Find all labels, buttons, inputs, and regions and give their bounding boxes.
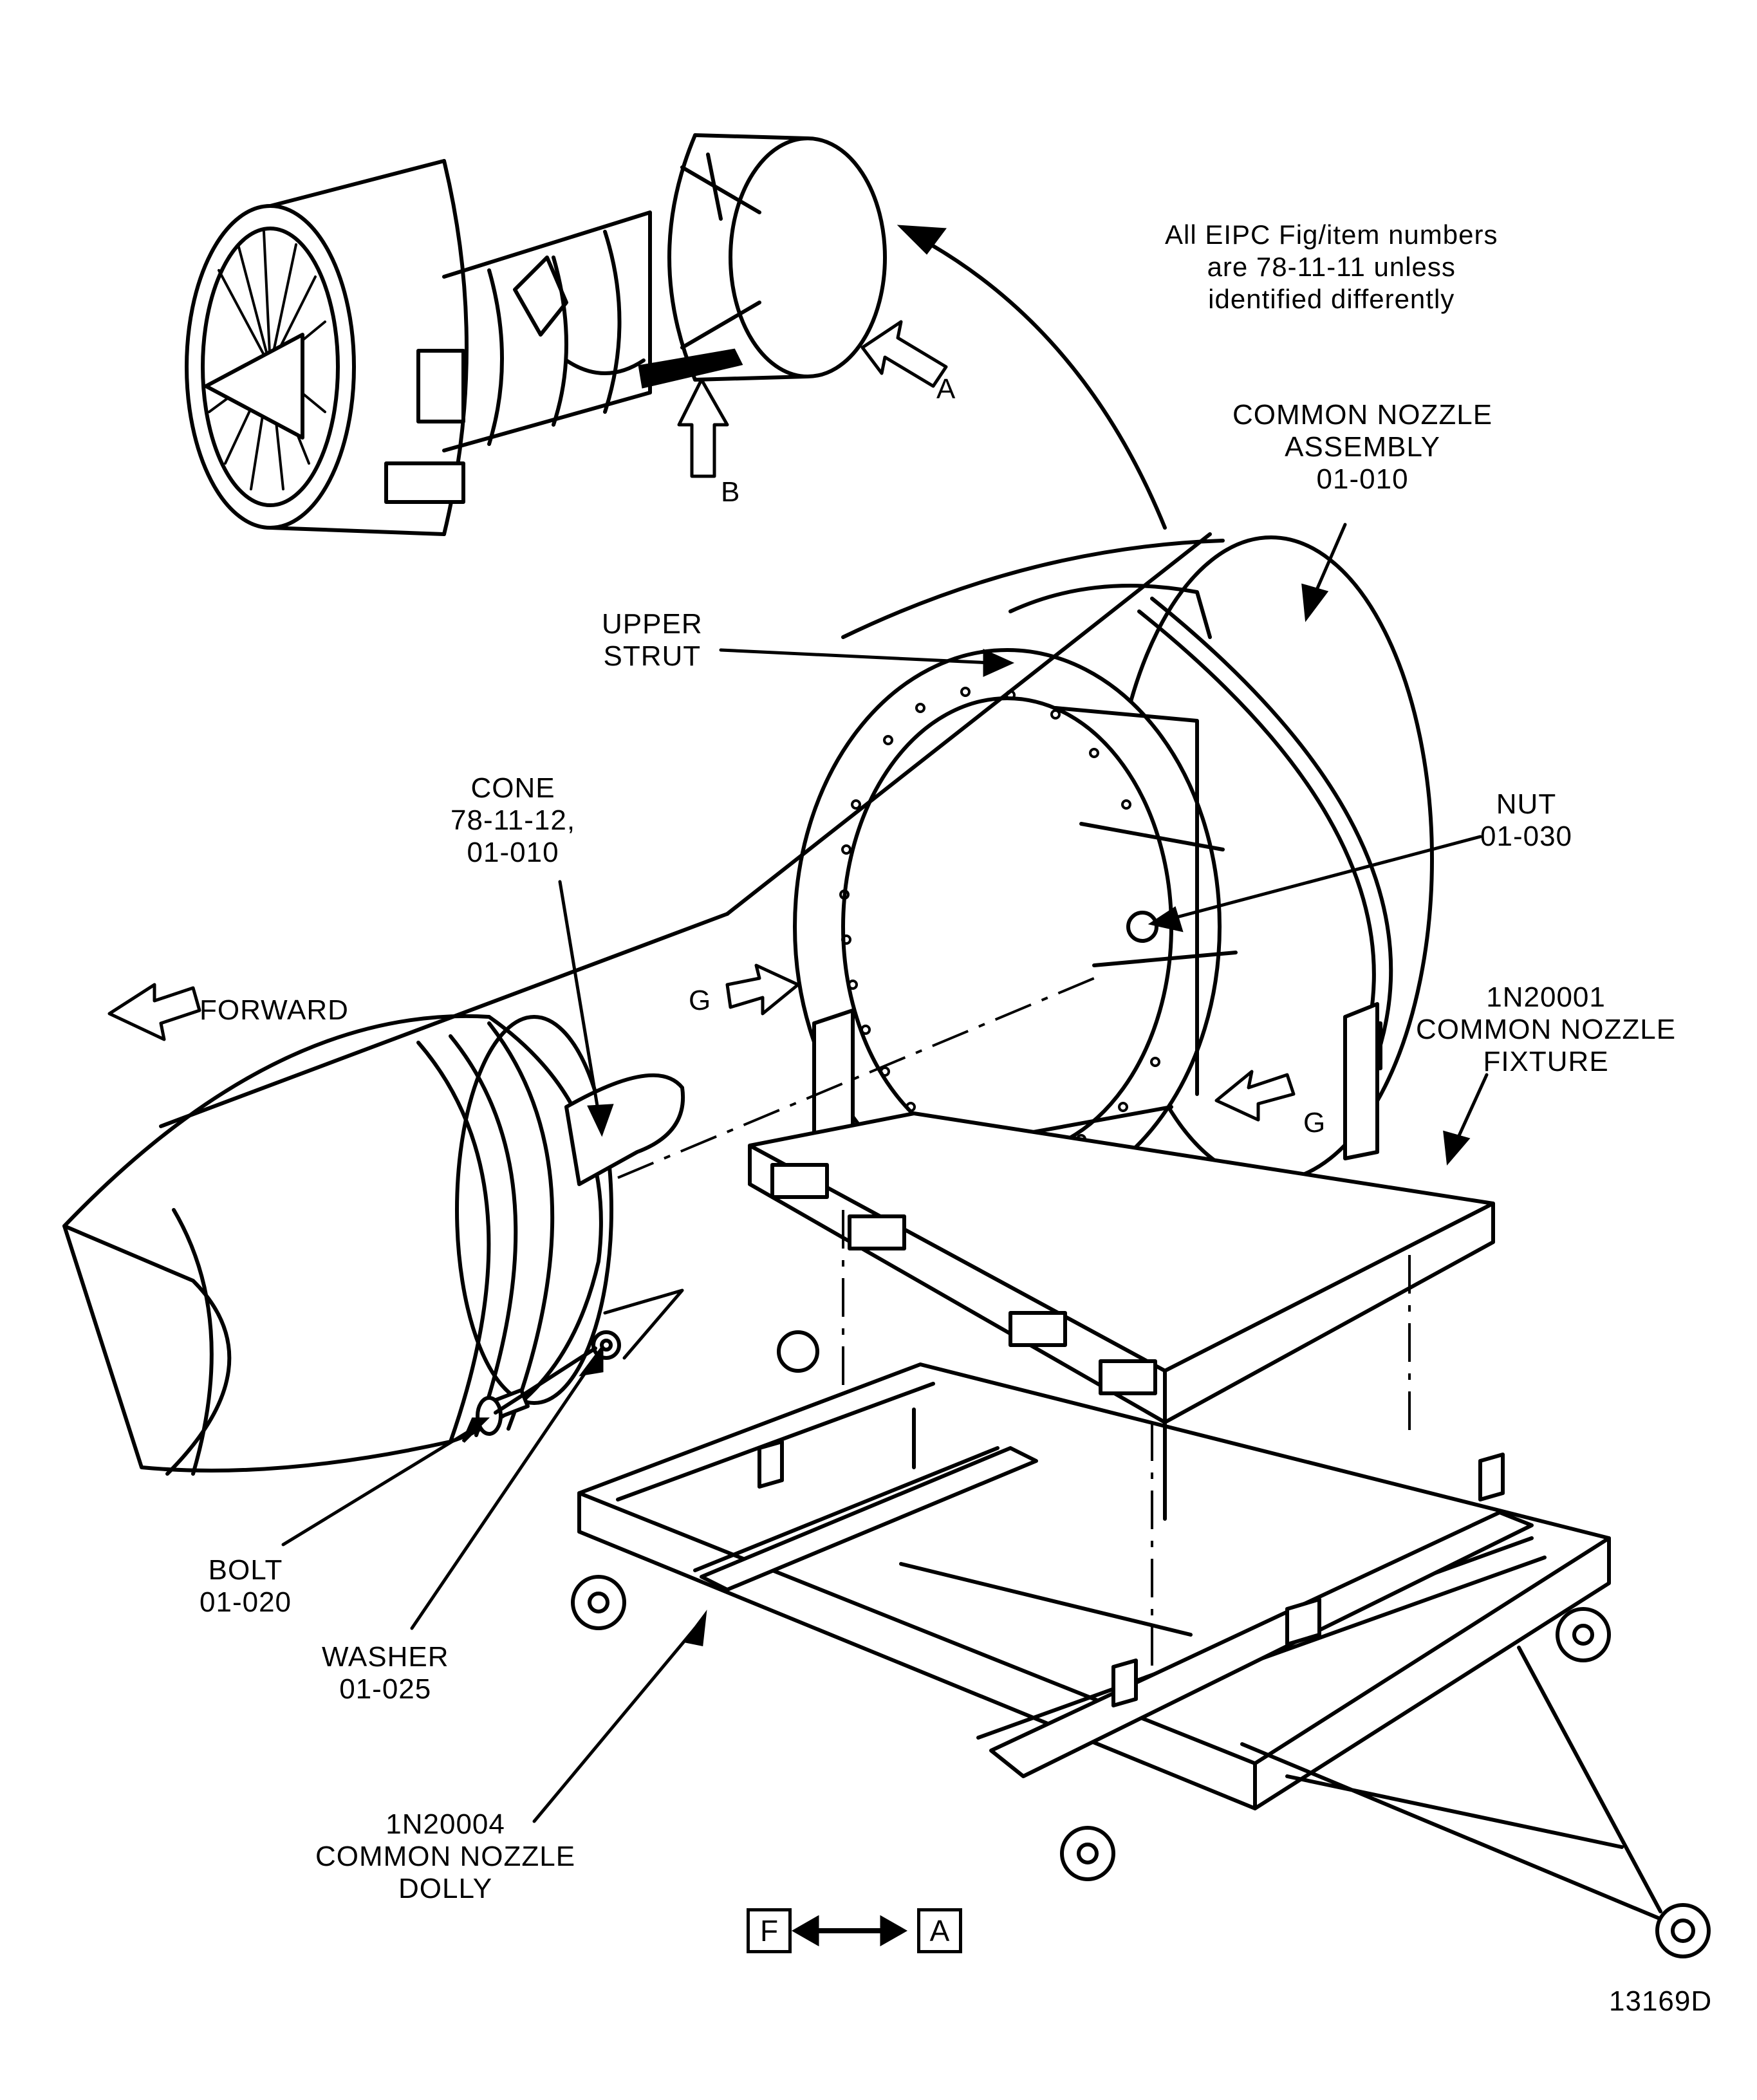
label-line: BOLT — [208, 1554, 283, 1586]
engine-overview — [185, 133, 887, 536]
label-line: CONE — [470, 772, 555, 804]
common-nozzle-fixture — [748, 1002, 1495, 1424]
label-dolly: 1N20004 COMMON NOZZLE DOLLY — [315, 1808, 575, 1905]
label-washer: WASHER 01-025 — [322, 1641, 449, 1705]
label-upper-strut: UPPER STRUT — [602, 608, 703, 673]
direction-box-aft: A — [917, 1908, 962, 1953]
label-line: UPPER — [602, 608, 703, 640]
view-arrows — [107, 963, 1296, 1947]
label-line: WASHER — [322, 1641, 449, 1673]
leader-lines — [281, 523, 1489, 1823]
note-line-1: All EIPC Fig/item numbers — [1165, 219, 1498, 250]
label-nut: NUT 01-030 — [1480, 788, 1572, 853]
label-line: ASSEMBLY — [1285, 431, 1441, 463]
view-label-b: B — [721, 476, 740, 508]
label-line: 01-020 — [200, 1586, 292, 1618]
engine-aft-section — [62, 532, 1212, 1476]
label-line: DOLLY — [398, 1873, 493, 1904]
label-line: 13169D — [1609, 1985, 1713, 2017]
label-line: 78-11-12, — [451, 804, 576, 836]
label-fixture: 1N20001 COMMON NOZZLE FIXTURE — [1416, 981, 1676, 1078]
view-label-a: A — [936, 373, 956, 405]
label-line: 01-030 — [1480, 821, 1573, 852]
common-nozzle-dolly — [571, 1330, 1711, 1958]
label-line: 1N20004 — [386, 1808, 505, 1840]
common-nozzle-assembly — [793, 535, 1434, 1205]
label-line: FIXTURE — [1483, 1046, 1609, 1077]
alignment-lines — [842, 1210, 1411, 1673]
label-line: COMMON NOZZLE — [1232, 399, 1493, 431]
label-line: 01-010 — [467, 837, 559, 868]
label-line: A — [936, 373, 956, 405]
view-label-g-left: G — [689, 985, 711, 1017]
label-line: 01-010 — [1316, 463, 1409, 495]
label-line: 01-025 — [339, 1673, 432, 1705]
label-line: FORWARD — [200, 994, 349, 1026]
label-line: B — [721, 476, 741, 508]
label-line: G — [1303, 1107, 1326, 1138]
view-label-g-right: G — [1303, 1107, 1326, 1139]
label-cone: CONE 78-11-12, 01-010 — [451, 772, 575, 869]
label-forward: FORWARD — [200, 994, 349, 1027]
label-line: G — [689, 985, 712, 1016]
label-line: STRUT — [603, 640, 702, 672]
figure-id: 13169D — [1609, 1985, 1712, 2018]
label-bolt: BOLT 01-020 — [200, 1554, 292, 1619]
label-line: COMMON NOZZLE — [315, 1841, 576, 1872]
label-line: 1N20001 — [1486, 981, 1606, 1013]
label-line: COMMON NOZZLE — [1416, 1014, 1677, 1045]
note-line-3: identified differently — [1208, 284, 1455, 314]
label-common-nozzle-assembly: COMMON NOZZLE ASSEMBLY 01-010 — [1232, 399, 1492, 496]
label-line: NUT — [1496, 788, 1557, 820]
fig-number-note: All EIPC Fig/item numbers are 78-11-11 u… — [1165, 219, 1498, 315]
note-line-2: are 78-11-11 unless — [1207, 252, 1456, 282]
dolly-casters — [571, 1330, 1611, 1881]
direction-box-forward: F — [747, 1908, 792, 1953]
